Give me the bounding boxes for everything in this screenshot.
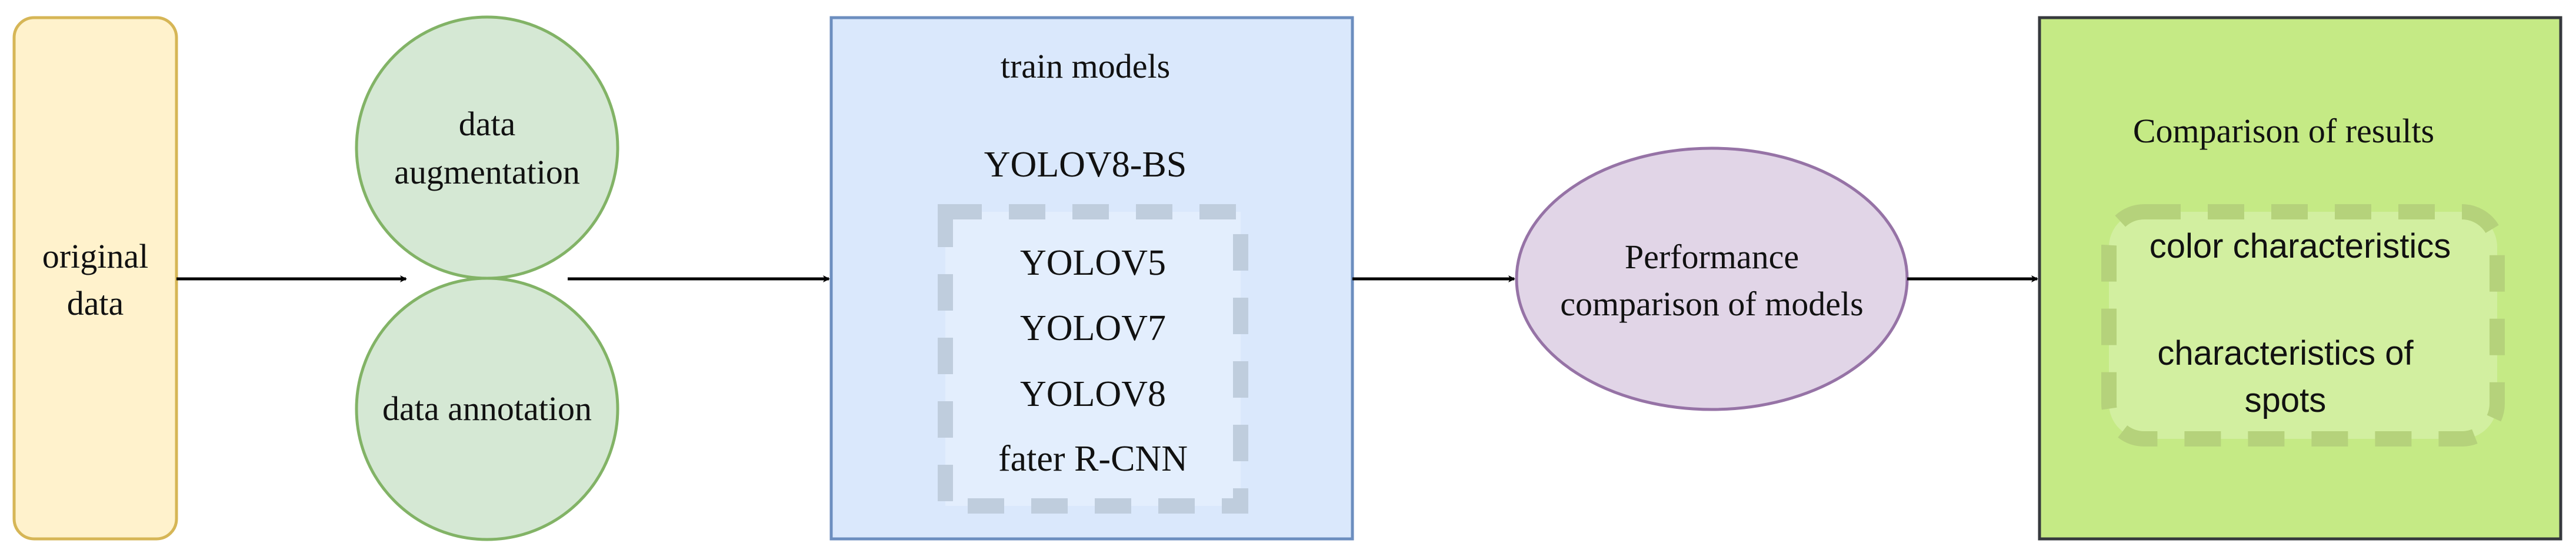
results-title: Comparison of results [2133, 112, 2434, 150]
data-annotation-label: data annotation [382, 389, 592, 428]
results-box: Comparison of results color characterist… [2038, 16, 2562, 541]
compared-model-2: YOLOV7 [1020, 308, 1166, 348]
data-augmentation-line-2: augmentation [394, 153, 580, 191]
result-item-spots-line-2: spots [2245, 381, 2327, 419]
compared-model-3: YOLOV8 [1020, 374, 1166, 414]
data-augmentation-node: data augmentation [355, 15, 619, 280]
original-data-line-1: original [42, 237, 148, 275]
train-models-box: train models YOLOV8-BS YOLOV5 YOLOV7 YOL… [829, 16, 1354, 541]
original-data-node: original data [12, 16, 178, 541]
train-models-title: train models [1001, 47, 1170, 85]
original-data-line-2: data [67, 284, 124, 322]
primary-model-label: YOLOV8-BS [984, 145, 1187, 185]
performance-node: Performance comparison of models [1515, 146, 1909, 411]
data-annotation-node: data annotation [355, 276, 619, 541]
performance-line-2: comparison of models [1560, 285, 1863, 323]
result-item-color: color characteristics [2150, 227, 2451, 265]
results-items-group [2101, 204, 2505, 447]
compared-models-group [938, 204, 1248, 514]
result-item-spots-line-1: characteristics of [2157, 334, 2414, 372]
compared-model-1: YOLOV5 [1020, 243, 1166, 283]
performance-line-1: Performance [1625, 238, 1799, 276]
data-augmentation-line-1: data [459, 105, 516, 143]
compared-model-4: fater R-CNN [998, 439, 1188, 479]
